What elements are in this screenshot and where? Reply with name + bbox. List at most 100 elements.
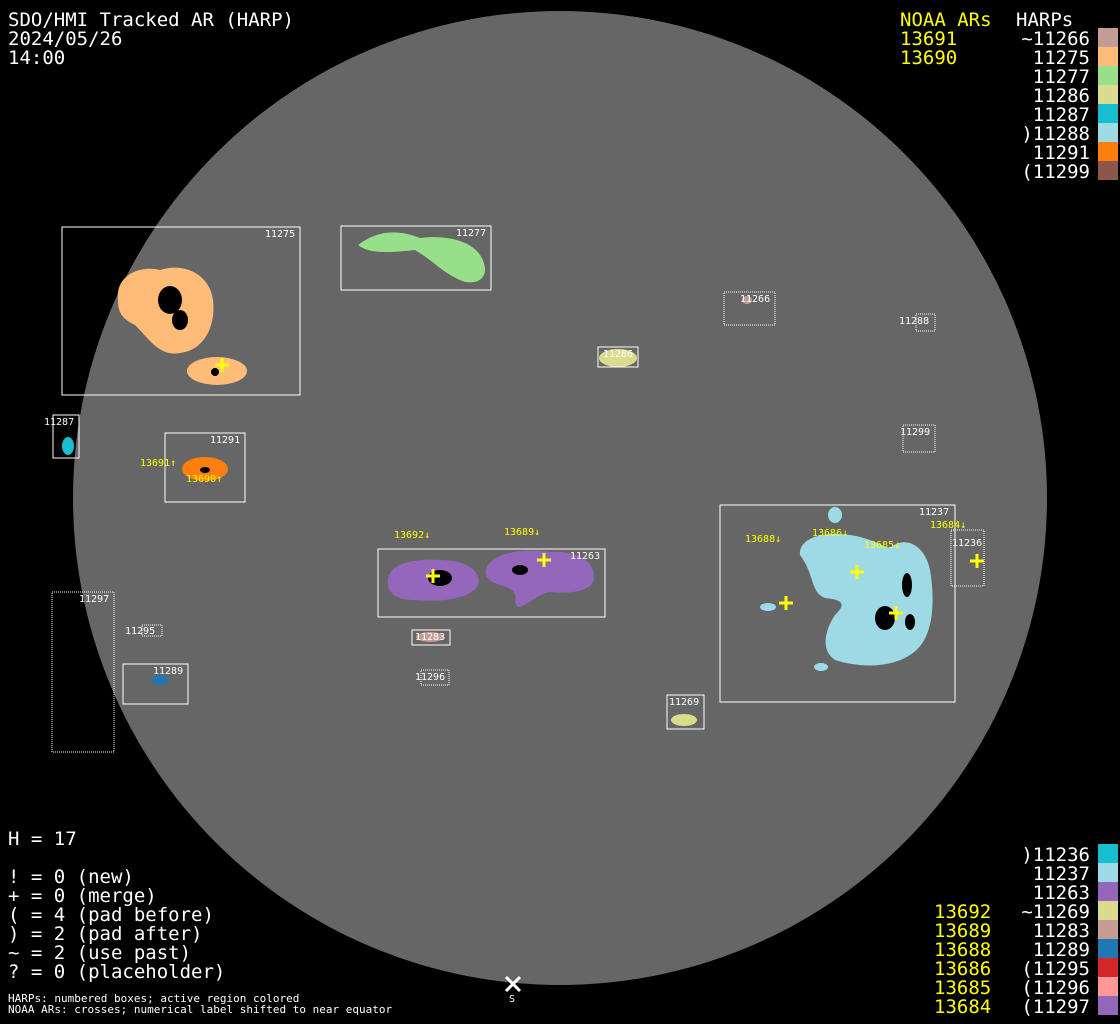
harp-entry: ~11266 [1021, 28, 1090, 50]
harp-label: 11296 [415, 672, 445, 683]
harp-box-11289[interactable] [122, 663, 189, 705]
harp-color-swatch [1098, 996, 1118, 1015]
region-11237 [799, 533, 933, 666]
noaa-label: 13689↓ [504, 527, 540, 538]
noaa-labels: 13691↑ 13690↑ 13692↓ 13689↓ 13688↓ 13686… [140, 458, 966, 551]
harp-boxes [51, 225, 985, 753]
harp-entry: (11296 [1021, 977, 1090, 999]
status-count-line: ~ = 2 (use past) [8, 942, 192, 964]
harp-label: 11269 [669, 697, 699, 708]
harp-label: 11283 [415, 632, 445, 643]
harp-count: H = 17 [8, 828, 77, 850]
noaa-label: 13685↓ [864, 540, 900, 551]
harp-label: 11299 [900, 427, 930, 438]
harp-label: 11297 [79, 594, 109, 605]
south-pole-marker-icon [504, 975, 522, 993]
noaa-cross [215, 358, 229, 372]
status-count-line: ! = 0 (new) [8, 866, 134, 888]
noaa-label: 13692↓ [394, 530, 430, 541]
harp-color-swatch [1098, 161, 1118, 180]
south-label: S [509, 994, 515, 1005]
harp-entry: 11291 [1032, 142, 1090, 164]
noaa-label: 13688↓ [745, 534, 781, 545]
harp-label: 11286 [603, 349, 633, 360]
harp-entry: 11263 [1032, 882, 1090, 904]
noaa-cross [779, 596, 793, 610]
harp-box-11283[interactable] [411, 629, 451, 646]
noaa-label: 13684↓ [930, 520, 966, 531]
harp-box-11297[interactable] [51, 591, 115, 753]
region-11283 [416, 632, 444, 642]
harp-label: 11266 [740, 294, 770, 305]
harp-entry: (11297 [1021, 996, 1090, 1018]
harp-box-11291[interactable] [164, 432, 246, 503]
noaa-label: 13690↑ [186, 474, 222, 485]
harp-color-swatch [1098, 47, 1118, 66]
harp-entry: 11277 [1032, 66, 1090, 88]
noaa-cross [537, 553, 551, 567]
harp-box-11286[interactable] [597, 346, 639, 368]
harp-entry: 11275 [1032, 47, 1090, 69]
header-time: 14:00 [8, 47, 66, 69]
harp-entry: 11289 [1032, 939, 1090, 961]
harp-color-swatch [1098, 901, 1118, 920]
region-11266 [742, 296, 752, 304]
harp-entry: (11299 [1021, 161, 1090, 183]
status-count-line: + = 0 (merge) [8, 885, 157, 907]
noaa-cross [426, 569, 440, 583]
harp-color-swatch [1098, 882, 1118, 901]
active-regions [62, 232, 933, 726]
harp-box-11237[interactable] [719, 504, 956, 703]
harp-entry: )11236 [1021, 844, 1090, 866]
harp-entry: 11283 [1032, 920, 1090, 942]
region-11263 [387, 550, 595, 607]
solar-disk [73, 11, 1047, 985]
harp-entry: ~11269 [1021, 901, 1090, 923]
region-11237-satellite2 [760, 603, 776, 611]
harp-box-11236[interactable] [950, 529, 985, 587]
harp-label: 11277 [456, 228, 486, 239]
region-11237-satellite3 [814, 663, 828, 671]
noaa-ar-entry: 13688 [934, 939, 992, 961]
noaa-ar-entry: 13689 [934, 920, 992, 942]
harp-box-11263[interactable] [377, 548, 606, 618]
header-title: SDO/HMI Tracked AR (HARP) [8, 9, 294, 31]
noaa-heading: NOAA ARs [900, 9, 992, 31]
noaa-ar-entry: 13686 [934, 958, 992, 980]
noaa-ar-entry: 13685 [934, 977, 992, 999]
noaa-label: 13686↓ [812, 528, 848, 539]
harp-color-swatch [1098, 66, 1118, 85]
harp-label: 11237 [919, 507, 949, 518]
region-11289 [152, 675, 168, 685]
region-11237-satellite [828, 507, 842, 523]
harp-label: 11288 [899, 316, 929, 327]
harp-box-11269[interactable] [666, 694, 705, 730]
noaa-cross [889, 606, 903, 620]
harp-color-swatch [1098, 28, 1118, 47]
note-harps: HARPs: numbered boxes; active region col… [8, 992, 300, 1005]
noaa-crosses [215, 358, 984, 620]
harp-color-swatch [1098, 104, 1118, 123]
harp-box-11277[interactable] [340, 225, 492, 291]
harp-box-11296[interactable] [420, 669, 450, 686]
harp-box-11295[interactable] [141, 624, 163, 637]
harp-color-swatch [1098, 123, 1118, 142]
noaa-cross [850, 565, 864, 579]
noaa-ar-entry: 13684 [934, 996, 992, 1018]
harp-box-11299[interactable] [902, 424, 936, 453]
noaa-ar-entry: 13692 [934, 901, 992, 923]
harp-box-11275[interactable] [61, 226, 301, 396]
noaa-cross [970, 554, 984, 568]
harp-labels: 11275 11277 11266 11286 11288 11287 1129… [44, 228, 982, 708]
harp-box-11287[interactable] [52, 414, 80, 459]
harp-label: 11236 [952, 538, 982, 549]
noaa-label: 13691↑ [140, 458, 176, 469]
harp-color-swatch [1098, 863, 1118, 882]
harp-entry: 11237 [1032, 863, 1090, 885]
harp-entry: (11295 [1021, 958, 1090, 980]
harp-entry: 11286 [1032, 85, 1090, 107]
harp-color-swatch [1098, 958, 1118, 977]
harp-entry: 11287 [1032, 104, 1090, 126]
noaa-ar-entry: 13690 [900, 47, 958, 69]
